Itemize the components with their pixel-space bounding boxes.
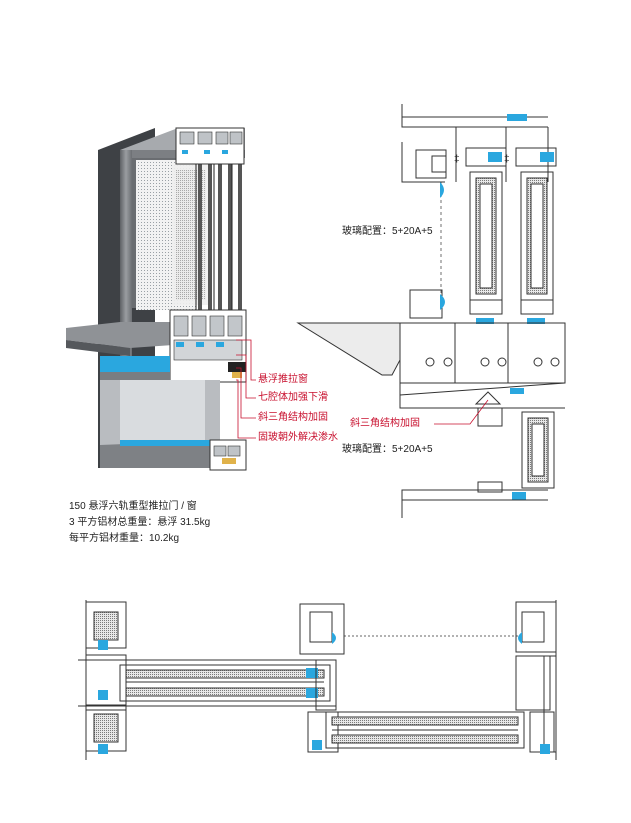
spec-weight-total: 3 平方铝材总重量：悬浮 31.5kg <box>69 517 211 528</box>
annotation-drainage: 固玻朝外解决渗水 <box>258 432 338 443</box>
glass-config-top: 玻璃配置：5+20A+5 <box>342 226 433 237</box>
profile-cross-section-drawing-icon: ‡ ‡ <box>296 104 566 518</box>
annotation-seven-cavity: 七腔体加强下滑 <box>258 392 328 403</box>
annotation-leaders <box>236 339 256 439</box>
annotation-triangle-reinforce: 斜三角结构加固 <box>258 412 328 423</box>
annotation-suspended-track: 悬浮推拉窗 <box>258 374 308 385</box>
window-profile-3d-render-icon <box>66 127 247 471</box>
section-triangle-label: 斜三角结构加固 <box>350 418 420 429</box>
svg-text:‡: ‡ <box>504 154 510 165</box>
svg-text:‡: ‡ <box>454 154 460 165</box>
glass-config-bottom: 玻璃配置：5+20A+5 <box>342 444 433 455</box>
spec-title: 150 悬浮六轨重型推拉门 / 窗 <box>69 501 197 512</box>
spec-weight-per-m2: 每平方铝材重量：10.2kg <box>69 533 180 544</box>
horizontal-plan-drawing-icon <box>78 600 557 760</box>
triangle-label-leader <box>434 399 489 425</box>
